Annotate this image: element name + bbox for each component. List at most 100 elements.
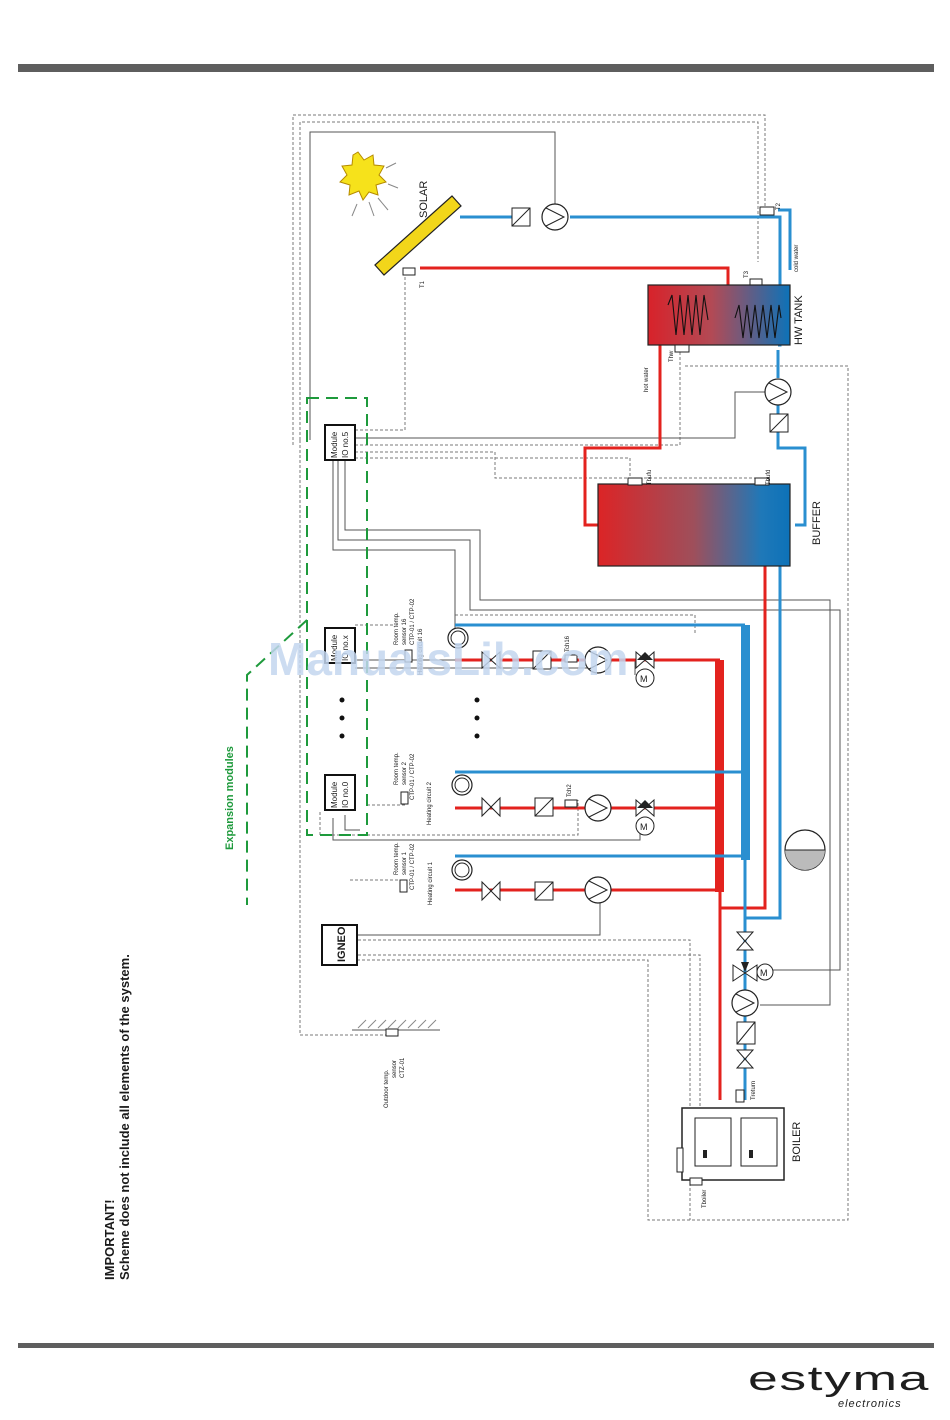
buffer-tank xyxy=(597,483,791,567)
igneo-label: IGNEO xyxy=(336,926,348,962)
sensor-treturn xyxy=(735,1089,745,1103)
sensor-tch16-label: Tch16 xyxy=(565,635,571,652)
sensor-treturn-label: Treturn xyxy=(751,1081,757,1100)
circuit1-pump xyxy=(584,876,612,904)
logo-wordmark: estyma xyxy=(748,1360,930,1398)
boiler-check-valve xyxy=(736,1021,756,1045)
footer-bar xyxy=(18,1343,934,1348)
control-wiring xyxy=(292,114,849,1221)
sensor-tboiler xyxy=(689,1177,703,1186)
solar-collector xyxy=(374,195,462,276)
svg-text:sensor 2: sensor 2 xyxy=(402,761,408,785)
sensor-t2 xyxy=(759,206,775,216)
svg-text:Outdoor temp.: Outdoor temp. xyxy=(384,1069,390,1108)
module-io0: Module IO no.0 xyxy=(324,774,356,811)
svg-text:Room temp.: Room temp. xyxy=(394,612,400,645)
room-sensor-2: Room temp. sensor 2 CTP-01 / CTP-02 Heat… xyxy=(394,752,433,825)
sensor-thw xyxy=(674,344,690,353)
room-sensor-1: Room temp. sensor 1 CTP-01 / CTP-02 Heat… xyxy=(394,842,434,905)
logo-subtitle: electronics xyxy=(838,1398,902,1410)
hw-tank xyxy=(647,284,791,346)
expansion-modules-frame xyxy=(246,397,368,905)
boiler-pump xyxy=(731,989,759,1017)
igneo-controller: IGNEO xyxy=(321,924,358,966)
sensor-tbufd-label: Tbufd xyxy=(766,470,772,485)
sensor-tbufd xyxy=(754,477,770,486)
boiler-valve-top xyxy=(735,931,755,951)
hot-water-label: hot water xyxy=(644,367,650,392)
svg-text:Heating circuit 1: Heating circuit 1 xyxy=(428,861,434,905)
boiler-mixing-valve: M xyxy=(732,962,774,982)
circuit16-pump xyxy=(584,646,612,674)
solar-label: SOLAR xyxy=(418,181,430,218)
boiler xyxy=(676,1107,785,1181)
estyma-logo: estyma electronics xyxy=(748,1360,930,1410)
svg-text:M: M xyxy=(760,968,768,978)
sensor-tch2-label: Tch2 xyxy=(567,784,573,797)
circuit1-check-valve xyxy=(534,881,554,901)
circuit2-check-valve xyxy=(534,797,554,817)
cold-manifold xyxy=(741,625,750,860)
expansion-modules-label: Expansion modules xyxy=(224,746,236,850)
svg-text:M: M xyxy=(640,822,648,832)
important-notice: IMPORTANT! Scheme does not include all e… xyxy=(102,954,132,1280)
sun-icon xyxy=(339,151,399,217)
module-io0-line2: IO no.0 xyxy=(341,781,350,808)
sensor-tch16 xyxy=(564,654,578,663)
svg-text:sensor 1: sensor 1 xyxy=(402,851,408,875)
svg-text:sensor: sensor xyxy=(392,1060,398,1078)
buffer-label: BUFFER xyxy=(811,501,823,545)
watermark: ManualsLib.com xyxy=(268,633,628,685)
svg-text:Heating circuit 16: Heating circuit 16 xyxy=(418,628,424,675)
module-io5: Module IO no.5 xyxy=(324,424,356,461)
expansion-vessel xyxy=(784,829,826,871)
svg-text:CTP-01 / CTP-02: CTP-01 / CTP-02 xyxy=(410,598,416,645)
svg-text:sensor 16: sensor 16 xyxy=(402,618,408,645)
boiler-valve-bottom xyxy=(735,1049,755,1069)
heating-circuit-16: M xyxy=(447,627,655,688)
module-io5-line2: IO no.5 xyxy=(341,431,350,458)
sensor-tch2 xyxy=(564,799,578,808)
hw-pump xyxy=(764,378,792,406)
solar-check-valve xyxy=(511,207,531,227)
svg-text:CTP-01 / CTP-02: CTP-01 / CTP-02 xyxy=(410,843,416,890)
module-io5-line1: Module xyxy=(330,431,339,458)
circuit16-valve xyxy=(481,650,501,670)
boiler-label: BOILER xyxy=(791,1122,803,1162)
ellipsis-dots xyxy=(339,697,480,739)
heating-circuit-1 xyxy=(451,859,612,904)
heating-circuit-2: M xyxy=(451,774,655,836)
sensor-t2-label: T2 xyxy=(776,202,782,210)
circuit2-valve xyxy=(481,796,501,818)
svg-text:CTZ-01: CTZ-01 xyxy=(400,1057,406,1078)
module-io0-line1: Module xyxy=(330,781,339,808)
important-note: Scheme does not include all elements of … xyxy=(117,954,132,1280)
sensor-thw-label: Thw xyxy=(669,350,675,362)
sensor-t1-label: T1 xyxy=(420,280,426,288)
outdoor-sensor: Outdoor temp. sensor CTZ-01 xyxy=(352,1019,440,1108)
svg-text:Room temp.: Room temp. xyxy=(394,842,400,875)
sensor-t1 xyxy=(402,267,416,276)
circuit2-pump xyxy=(584,794,612,822)
sensor-tbufu xyxy=(627,477,643,486)
cold-water-label: cold water xyxy=(794,245,800,272)
header-bar xyxy=(18,64,934,72)
sensor-tboiler-label: Tboiler xyxy=(702,1190,708,1208)
room-sensor-16: Room temp. sensor 16 CTP-01 / CTP-02 Hea… xyxy=(394,598,424,675)
circuit16-check-valve xyxy=(532,650,552,670)
control-cables xyxy=(309,131,841,1006)
module-io16-line1: Module xyxy=(330,634,339,661)
module-io16: Module IO no.x xyxy=(324,627,356,664)
sensor-t3-label: T3 xyxy=(744,270,750,278)
hot-manifold xyxy=(715,660,724,892)
svg-text:Heating circuit 2: Heating circuit 2 xyxy=(427,781,433,825)
circuit16-mixing-valve: M xyxy=(635,650,655,688)
svg-text:Room temp.: Room temp. xyxy=(394,752,400,785)
svg-text:CTP-01 / CTP-02: CTP-01 / CTP-02 xyxy=(410,753,416,800)
circuit2-mixing-valve: M xyxy=(635,798,655,836)
important-title: IMPORTANT! xyxy=(102,1199,117,1280)
module-io16-line2: IO no.x xyxy=(341,635,350,661)
hw-tank-label: HW TANK xyxy=(793,295,805,345)
hw-check-valve xyxy=(769,413,789,433)
